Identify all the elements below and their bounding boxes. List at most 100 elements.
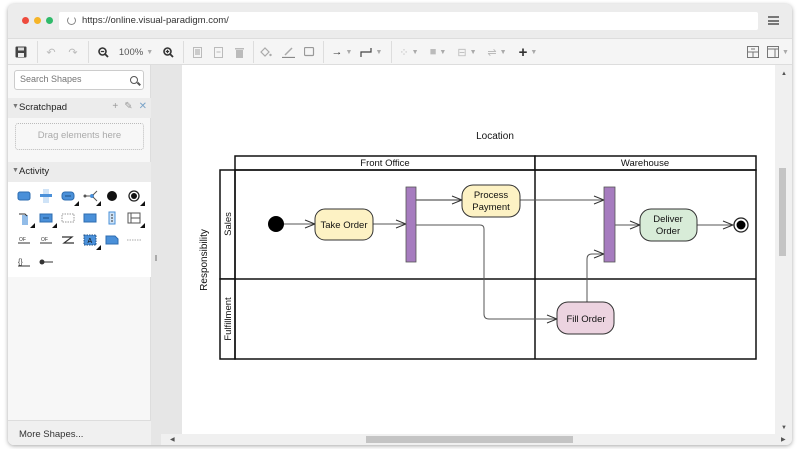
more-shapes-link[interactable]: More Shapes... — [8, 420, 151, 445]
maximize-window-button[interactable] — [46, 17, 53, 24]
horizontal-scroll-thumb[interactable] — [366, 436, 573, 443]
action-fill-order[interactable] — [556, 301, 615, 335]
flow-fork-to-fill-order[interactable] — [416, 224, 557, 319]
search-shapes-input[interactable] — [20, 74, 120, 84]
diagram-canvas[interactable]: Location Responsibility Front Office War… — [182, 65, 775, 437]
decision-shape-icon[interactable] — [81, 188, 101, 206]
copy-icon[interactable] — [190, 44, 204, 60]
svg-text:A: A — [88, 238, 93, 245]
flow-fill-order-to-join[interactable] — [586, 254, 604, 302]
layout-panel-dropdown[interactable]: ▼ — [766, 44, 790, 60]
initial-node[interactable] — [268, 216, 284, 232]
browser-titlebar: https://online.visual-paradigm.com/ — [8, 4, 792, 38]
address-bar[interactable]: https://online.visual-paradigm.com/ — [59, 12, 758, 30]
scratchpad-header[interactable]: ▼ Scratchpad + ✎ ✕ — [8, 98, 151, 118]
reload-icon[interactable] — [67, 16, 76, 25]
scratchpad-dropzone[interactable]: Drag elements here — [15, 123, 144, 150]
align-dropdown[interactable]: ⊟▼ — [455, 44, 479, 60]
insert-dropdown[interactable]: +▼ — [515, 44, 541, 61]
svg-text:OF: OF — [19, 237, 26, 243]
line-color-icon[interactable] — [281, 44, 295, 60]
initial-node-shape-icon[interactable] — [103, 188, 121, 204]
dashed-line-shape-icon[interactable] — [125, 232, 143, 248]
minimize-window-button[interactable] — [34, 17, 41, 24]
arrow-right-icon: → — [331, 46, 343, 58]
add-icon[interactable]: + — [112, 101, 119, 112]
layer-dropdown[interactable]: ■▼ — [426, 44, 450, 60]
action-deliver-order[interactable] — [639, 208, 698, 242]
scroll-left-icon[interactable]: ◀ — [170, 437, 175, 443]
elbow-connector-icon — [359, 47, 372, 57]
scroll-right-icon[interactable]: ▶ — [781, 437, 786, 443]
redo-icon[interactable]: ↷ — [68, 46, 78, 59]
region-shape-icon[interactable] — [59, 210, 77, 226]
horizontal-scrollbar[interactable]: ◀ ▶ — [161, 434, 792, 445]
control-flow-shape-icon[interactable]: OF — [37, 232, 55, 248]
arrange-dropdown[interactable]: ⁘▼ — [397, 44, 421, 60]
note-shape-icon[interactable] — [103, 232, 121, 248]
splitter-grip-icon — [155, 255, 157, 261]
shadow-icon[interactable] — [302, 44, 316, 60]
distribute-dropdown[interactable]: ⇌▼ — [484, 44, 510, 60]
object-node-shape-icon[interactable] — [81, 210, 99, 226]
zoom-level-dropdown[interactable]: 100%▼ — [116, 44, 156, 60]
call-behavior-shape-icon[interactable] — [59, 188, 79, 206]
action-take-order-label: Take Order — [321, 220, 368, 231]
accept-event-shape-icon[interactable] — [37, 210, 57, 228]
svg-text:{}: {} — [18, 259, 23, 266]
action-fill-order-label: Fill Order — [566, 314, 605, 325]
exception-handler-shape-icon[interactable] — [59, 232, 77, 248]
vertical-scrollbar[interactable]: ▲ ▼ — [775, 65, 792, 437]
send-signal-shape-icon[interactable] — [15, 210, 35, 228]
toolbar-separator — [391, 41, 392, 63]
browser-menu-icon[interactable] — [768, 16, 779, 25]
format-panel-icon[interactable] — [746, 44, 760, 60]
fork-node-shape-icon[interactable] — [37, 188, 55, 204]
close-icon[interactable]: ✕ — [138, 101, 147, 112]
save-icon[interactable] — [14, 44, 28, 60]
scroll-up-icon[interactable]: ▲ — [781, 71, 787, 77]
waypoint-style-dropdown[interactable]: ▼ — [358, 44, 384, 60]
delete-icon[interactable] — [232, 44, 246, 60]
vertical-scroll-thumb[interactable] — [779, 168, 786, 256]
action-process-payment[interactable] — [461, 184, 521, 218]
undo-icon[interactable]: ↶ — [46, 46, 56, 59]
sidebar-splitter[interactable] — [151, 65, 161, 445]
url-text[interactable]: https://online.visual-paradigm.com/ — [82, 15, 229, 26]
row-label-fulfillment: Fulfillment — [223, 297, 234, 341]
search-icon[interactable] — [130, 76, 138, 84]
activity-header[interactable]: ▼ Activity — [8, 162, 151, 182]
pin-connector-shape-icon[interactable] — [37, 254, 55, 270]
paste-icon[interactable] — [211, 44, 225, 60]
close-window-button[interactable] — [22, 17, 29, 24]
fork-bar[interactable] — [405, 186, 417, 263]
join-bar[interactable] — [603, 186, 616, 263]
partition-shape-icon[interactable] — [125, 210, 145, 228]
layout-panel-icon — [767, 46, 780, 58]
edit-pencil-icon[interactable]: ✎ — [124, 101, 133, 112]
action-take-order[interactable] — [314, 208, 374, 241]
activity-parameter-shape-icon[interactable]: A — [81, 232, 101, 250]
chevron-down-icon: ▼ — [782, 48, 789, 56]
expansion-region-shape-icon[interactable]: {} — [15, 254, 33, 270]
scroll-down-icon[interactable]: ▼ — [781, 425, 787, 431]
action-deliver-order-label-1: Deliver — [653, 214, 683, 225]
shapes-sidebar: ▼ Scratchpad + ✎ ✕ Drag elements here ▼ … — [8, 65, 151, 445]
column-label-front-office: Front Office — [360, 158, 409, 169]
toolbar-separator — [253, 41, 254, 63]
chevron-down-icon: ▼ — [146, 48, 154, 56]
zoom-out-icon[interactable] — [96, 44, 110, 60]
more-shapes-label: More Shapes... — [19, 429, 84, 440]
activity-diagram: Location Responsibility Front Office War… — [199, 131, 757, 360]
chevron-down-icon: ▼ — [345, 48, 353, 56]
connector-style-dropdown[interactable]: →▼ — [330, 44, 354, 60]
layer-icon: ■ — [429, 46, 437, 58]
toolbar-separator — [323, 41, 324, 63]
final-node-shape-icon[interactable] — [125, 188, 145, 206]
pin-shape-icon[interactable] — [103, 210, 121, 226]
zoom-in-icon[interactable] — [161, 44, 175, 60]
object-flow-shape-icon[interactable]: OF — [15, 232, 33, 248]
action-shape-icon[interactable] — [15, 188, 33, 204]
fill-color-icon[interactable] — [259, 44, 273, 60]
search-shapes-field[interactable] — [14, 70, 144, 90]
